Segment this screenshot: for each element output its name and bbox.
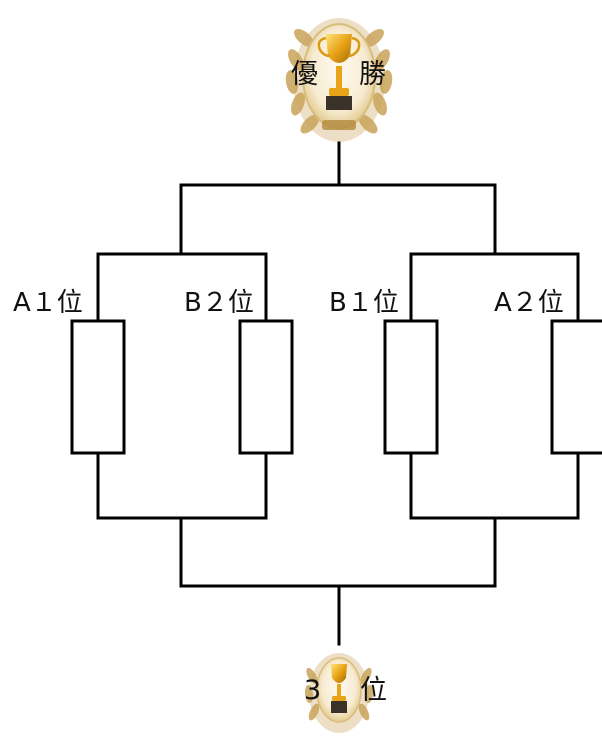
seed-label-b2: B２位	[184, 288, 254, 318]
third-place-title-left: 3	[304, 675, 322, 706]
champion-title-right: 勝	[359, 59, 386, 90]
seed-label-a1: A１位	[13, 288, 83, 318]
third-place-title-right: 位	[360, 675, 387, 706]
champion-trophy-icon	[285, 18, 393, 142]
seed-label-b1: B１位	[329, 288, 399, 318]
seed-slot-a1	[70, 319, 126, 455]
seed-slot-b2	[238, 319, 294, 455]
seed-label-a2: A２位	[494, 288, 564, 318]
seed-slot-a2	[550, 319, 602, 455]
third-place-trophy-icon	[304, 653, 374, 733]
seed-slot-b1	[383, 319, 439, 455]
champion-title-left: 優	[291, 59, 318, 90]
